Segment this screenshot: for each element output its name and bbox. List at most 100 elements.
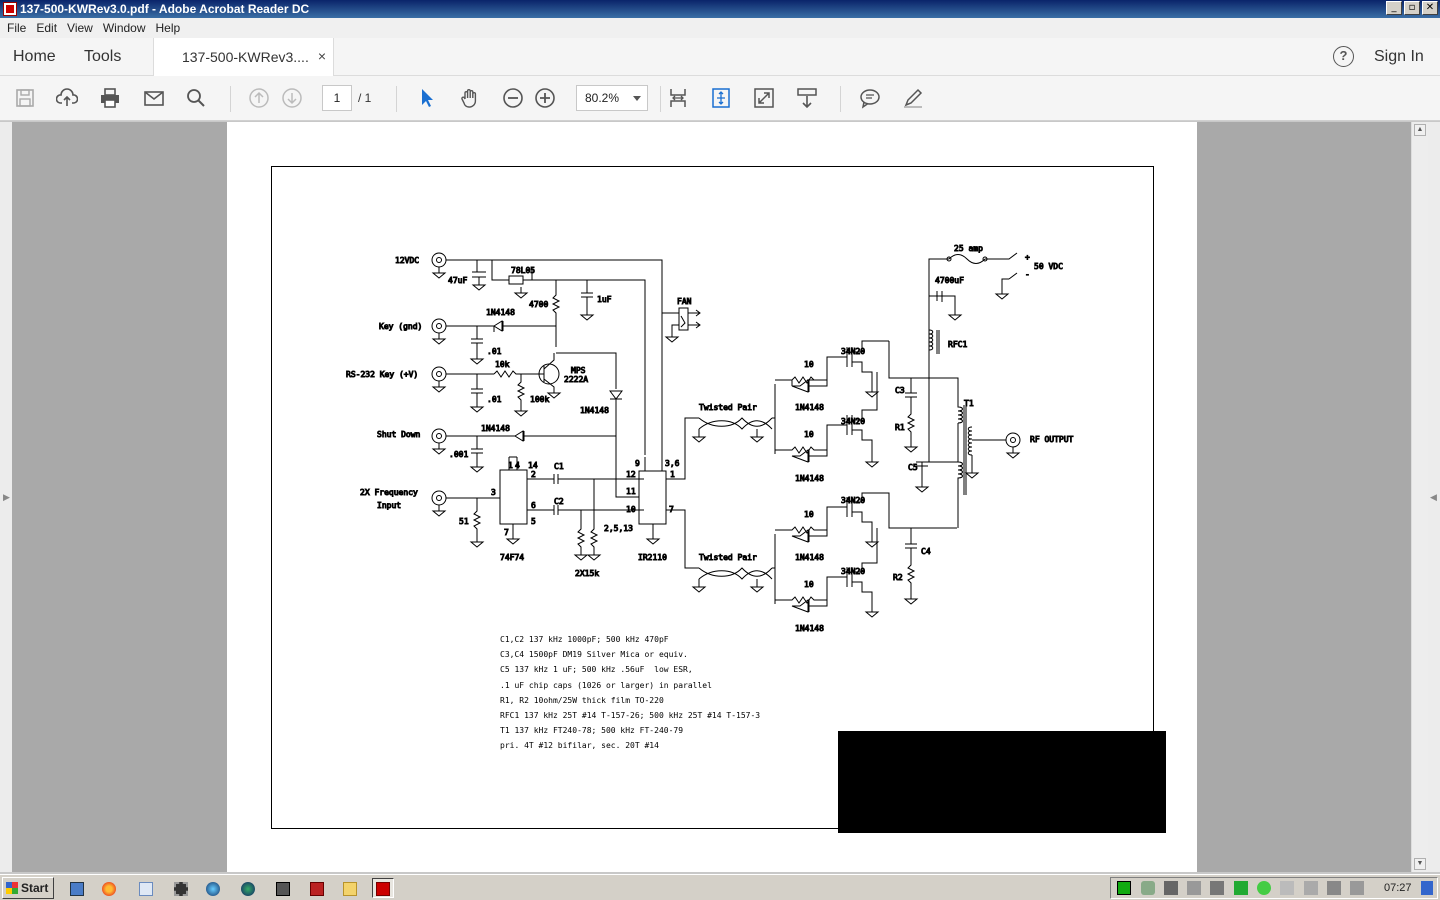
label-ir2110: IR2110 [638,553,667,562]
toolbar-divider [396,86,397,112]
minimize-button[interactable]: _ [1386,1,1402,15]
label-c3: C3 [895,386,905,395]
pin-3: 3 [491,488,496,497]
label-r10-a: 10 [804,360,814,369]
start-button[interactable]: Start [2,877,54,899]
taskbar-explorer-icon[interactable] [66,878,88,898]
tray-shield-icon[interactable] [1117,881,1131,895]
label-34n20-b: 34N20 [841,417,865,426]
left-panel-toggle[interactable]: ▶ [0,122,12,872]
label-freq-1: 2X Frequency [360,488,418,497]
tab-bar: Home Tools 137-500-KWRev3.... × ? Sign I… [0,38,1440,76]
pin-7b: 7 [669,505,674,514]
menu-view[interactable]: View [67,21,93,35]
tray-device-icon[interactable] [1327,881,1341,895]
save-icon[interactable] [11,84,39,112]
label-fan: FAN [677,297,692,306]
taskbar-earth-icon[interactable] [237,878,259,898]
label-rs232: RS-232 Key (+V) [346,370,418,379]
next-page-icon[interactable] [278,84,306,112]
toolbar-divider [840,86,841,112]
search-icon[interactable] [182,84,210,112]
zoom-out-icon[interactable] [499,84,527,112]
vertical-scrollbar[interactable]: ▲ ▼ [1411,122,1428,872]
label-t1: T1 [964,399,974,408]
show-desktop-icon[interactable] [1421,881,1433,895]
menu-bar: File Edit View Window Help [0,18,1440,38]
pin-11: 11 [626,487,636,496]
page-number-input[interactable]: 1 [322,85,352,111]
taskbar-firefox-icon[interactable] [98,878,120,898]
zoom-in-icon[interactable] [531,84,559,112]
tab-tools[interactable]: Tools [84,48,122,65]
tray-flag-icon[interactable] [1304,881,1318,895]
scroll-mode-icon[interactable] [707,84,735,112]
label-minus: - [1025,270,1030,279]
clock[interactable]: 07:27 [1384,882,1412,894]
scroll-up-icon[interactable]: ▲ [1414,124,1426,136]
label-1n4148-d: 1N4148 [795,403,824,412]
comment-icon[interactable] [856,84,884,112]
volume-icon[interactable] [1210,881,1224,895]
label-r10-d: 10 [804,580,814,589]
close-button[interactable]: ✕ [1422,1,1438,15]
fullscreen-icon[interactable] [750,84,778,112]
pin-1: 1 [508,461,513,470]
hand-icon[interactable] [456,84,484,112]
pen-icon[interactable] [899,84,927,112]
label-shutdown: Shut Down [377,430,421,439]
tab-document[interactable]: 137-500-KWRev3.... × [153,38,334,76]
taskbar-notepad-icon[interactable] [135,878,157,898]
tray-status-icon[interactable] [1257,881,1271,895]
connector-rs232 [431,366,494,393]
start-label: Start [21,881,49,895]
label-rfc1: RFC1 [948,340,967,349]
taskbar-app-icon[interactable] [306,878,328,898]
select-cursor-icon[interactable] [413,84,441,112]
label-c01a: .01 [487,347,502,356]
fit-page-icon[interactable] [664,84,692,112]
email-icon[interactable] [140,84,168,112]
taskbar-tool-icon[interactable] [272,878,294,898]
menu-edit[interactable]: Edit [36,21,58,35]
connector-freq [431,490,500,517]
taskbar-acrobat-icon[interactable] [372,878,394,898]
tray-language-icon[interactable] [1164,881,1178,895]
tray-check-icon[interactable] [1280,881,1294,895]
menu-file[interactable]: File [7,21,27,35]
taskbar-folder-icon[interactable] [339,878,361,898]
sign-in-link[interactable]: Sign In [1374,48,1424,65]
zoom-select[interactable]: 80.2% [576,85,648,111]
schematic-drawing: 12VDC 47uF 78L05 4700 1uF FAN Key (gnd) … [271,166,1154,829]
label-1n4148-c: 1N4148 [481,424,510,433]
close-tab-icon[interactable]: × [317,48,326,64]
zoom-value: 80.2% [585,91,620,105]
document-tab-label: 137-500-KWRev3.... [182,49,309,65]
tray-update-icon[interactable] [1234,881,1248,895]
tab-home[interactable]: Home [13,48,56,65]
menu-window[interactable]: Window [102,21,146,35]
tray-speaker-icon[interactable] [1350,881,1364,895]
gate-net-1 [775,340,889,398]
label-rf-output: RF OUTPUT [1030,435,1074,444]
label-1n4148-a: 1N4148 [486,308,515,317]
expand-right-icon: ◀ [1430,492,1437,502]
tray-tool-icon[interactable] [1187,881,1201,895]
read-mode-icon[interactable] [793,84,821,112]
pin-9: 9 [635,459,640,468]
maximize-button[interactable]: ▫ [1404,1,1420,15]
menu-help[interactable]: Help [155,21,181,35]
prev-page-icon[interactable] [245,84,273,112]
taskbar-chip-icon[interactable] [170,878,192,898]
taskbar-globe-icon[interactable] [202,878,224,898]
print-icon[interactable] [96,84,124,112]
upload-icon[interactable] [53,84,81,112]
window-title: 137-500-KWRev3.0.pdf - Adobe Acrobat Rea… [20,2,310,16]
label-mps: MPS [571,366,586,375]
right-panel-toggle[interactable]: ◀ [1428,122,1440,872]
chevron-down-icon [633,96,641,101]
help-icon[interactable]: ? [1333,46,1354,67]
label-1n4148-g: 1N4148 [795,624,824,633]
scroll-down-icon[interactable]: ▼ [1414,858,1426,870]
tray-network-icon[interactable] [1141,881,1155,895]
